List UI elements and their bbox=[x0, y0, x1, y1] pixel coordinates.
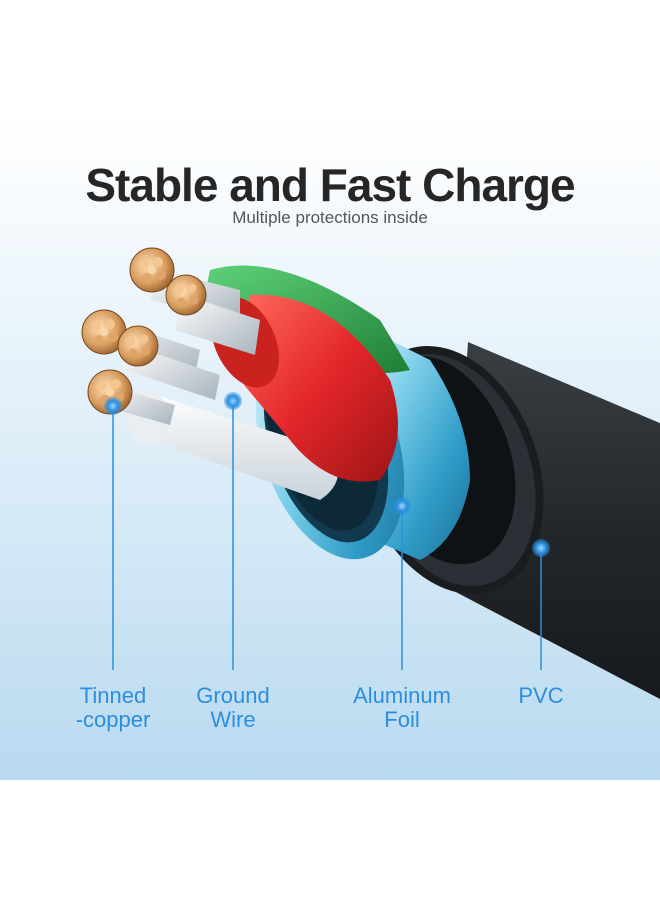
callout-tinned-copper-line1: Tinned bbox=[79, 683, 147, 708]
callout-lines bbox=[112, 401, 542, 670]
callout-ground-wire-line1: Ground bbox=[196, 683, 270, 708]
callout-aluminum-foil-line1: Aluminum bbox=[353, 683, 451, 708]
callout-tinned-copper-line2: -copper bbox=[75, 707, 151, 732]
ground-wire-marker bbox=[224, 392, 242, 410]
page-subtitle: Multiple protections inside bbox=[232, 208, 428, 227]
callout-tinned-copper: Tinned -copper bbox=[63, 684, 163, 732]
pvc-marker bbox=[532, 539, 550, 557]
product-panel: Stable and Fast Charge Multiple protecti… bbox=[0, 120, 660, 780]
callout-ground-wire: Ground Wire bbox=[183, 684, 283, 732]
callout-aluminum-foil-line2: Foil bbox=[384, 707, 420, 732]
callout-pvc: PVC bbox=[501, 684, 581, 708]
cable-cross-section-illustration bbox=[81, 247, 660, 700]
callout-ground-wire-line2: Wire bbox=[210, 707, 256, 732]
tinned-copper-marker bbox=[104, 397, 122, 415]
page-title: Stable and Fast Charge bbox=[85, 159, 575, 211]
callout-aluminum-foil: Aluminum Foil bbox=[342, 684, 462, 732]
aluminum-foil-marker bbox=[393, 497, 411, 515]
callout-pvc-line1: PVC bbox=[518, 683, 564, 708]
callout-dots bbox=[104, 392, 550, 557]
